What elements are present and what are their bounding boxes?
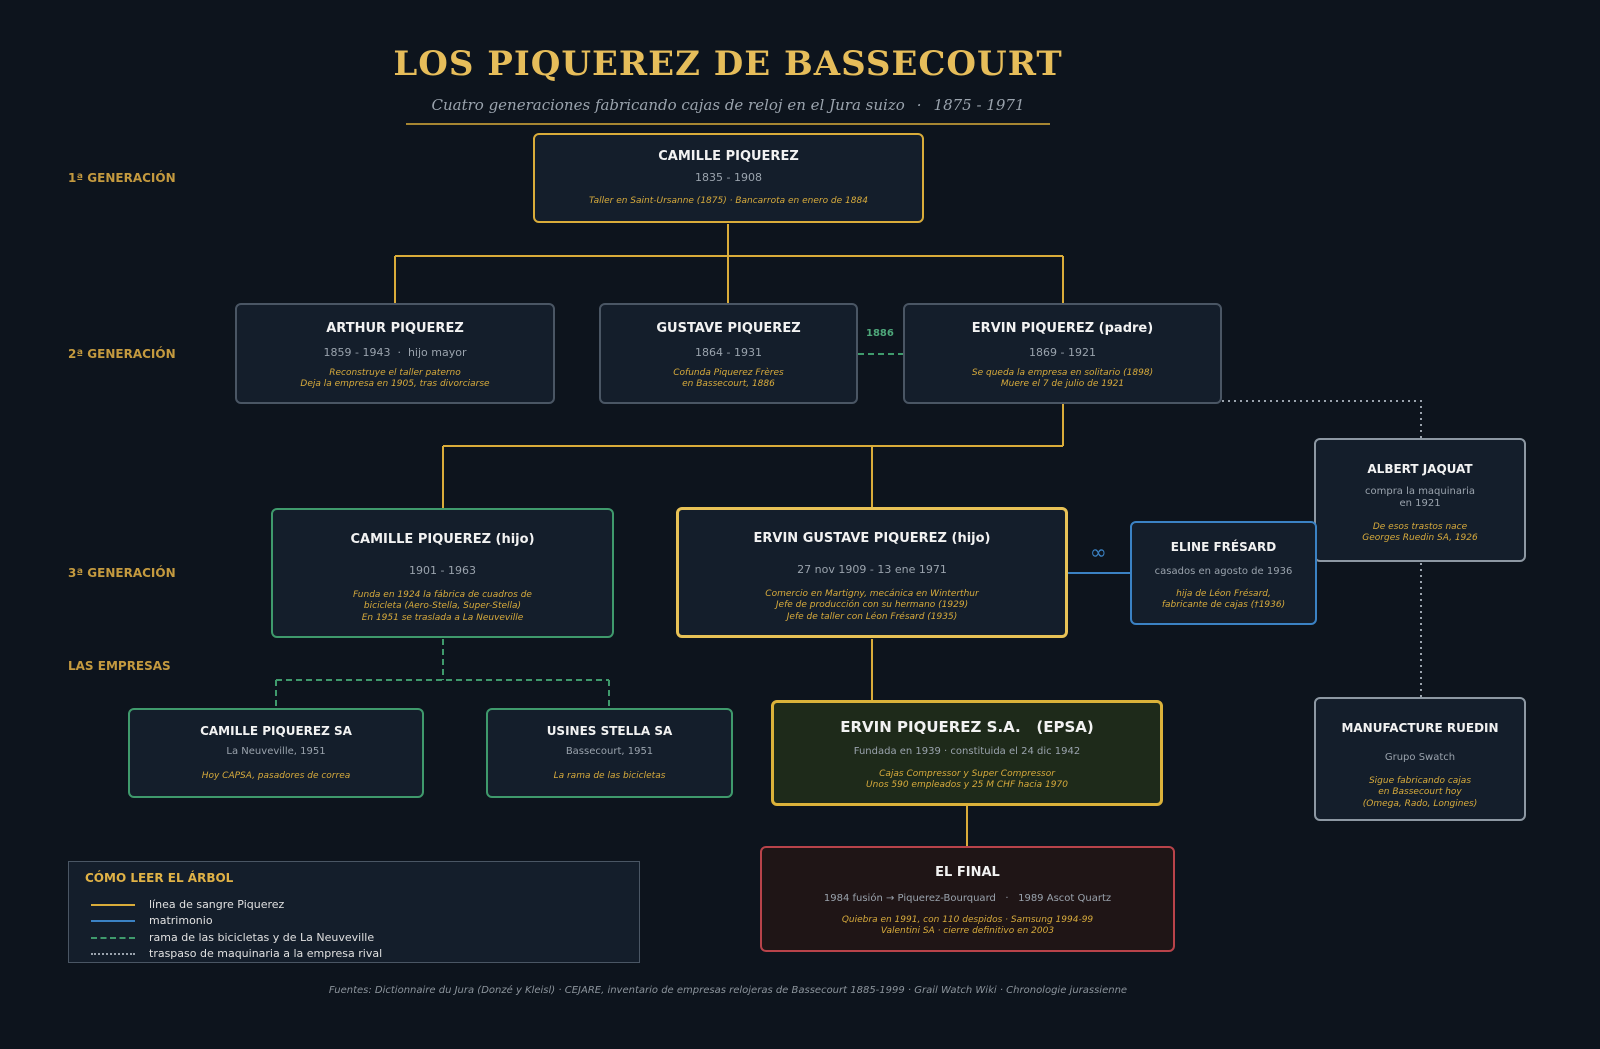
node-name: ALBERT JAQUAT — [1367, 462, 1473, 476]
node-name: ARTHUR PIQUEREZ — [326, 321, 464, 336]
node-dates: 1901 - 1963 — [409, 564, 476, 577]
node-dates: casados en agosto de 1936 — [1154, 566, 1293, 577]
node-gustave-piquerez[interactable]: GUSTAVE PIQUEREZ 1864 - 1931 Cofunda Piq… — [599, 303, 858, 404]
node-dates: 1859 - 1943 · hijo mayor — [323, 346, 467, 359]
node-name: ERVIN PIQUEREZ (padre) — [971, 321, 1154, 336]
legend-swatch — [91, 920, 135, 922]
node-el-final[interactable]: EL FINAL 1984 fusión → Piquerez-Bourquar… — [760, 846, 1175, 952]
node-epsa[interactable]: ERVIN PIQUEREZ S.A. (EPSA) Fundada en 19… — [771, 700, 1163, 806]
subtitle-years: 1875 - 1971 — [933, 96, 1025, 114]
year-badge-1886: 1886 — [866, 328, 894, 339]
legend: CÓMO LEER EL ÁRBOL línea de sangre Pique… — [68, 861, 640, 963]
blood-line-gen1-gen2 — [394, 224, 1064, 304]
node-dates: 1869 - 1921 — [1029, 346, 1096, 359]
node-arthur-piquerez[interactable]: ARTHUR PIQUEREZ 1859 - 1943 · hijo mayor… — [235, 303, 555, 404]
node-dates: Bassecourt, 1951 — [565, 746, 654, 757]
node-note: Hoy CAPSA, pasadores de correa — [201, 771, 351, 781]
node-dates: 27 nov 1909 - 13 ene 1971 — [797, 563, 947, 576]
node-name: MANUFACTURE RUEDIN — [1341, 721, 1499, 735]
legend-swatch — [91, 953, 135, 955]
transfer-line — [1222, 400, 1422, 698]
node-note: Comercio en Martigny, mecánica en Winter… — [765, 589, 979, 622]
legend-swatch — [91, 937, 135, 939]
node-name: EL FINAL — [935, 865, 1000, 880]
node-camille-piquerez-hijo[interactable]: CAMILLE PIQUEREZ (hijo) 1901 - 1963 Fund… — [271, 508, 614, 638]
node-note: Quiebra en 1991, con 110 despidos · Sams… — [841, 915, 1094, 937]
page-subtitle: Cuatro generaciones fabricando cajas de … — [0, 96, 1456, 114]
blood-line-gen2-gen3 — [442, 404, 1064, 509]
node-note: Cofunda Piquerez Frères en Bassecourt, 1… — [673, 368, 784, 390]
node-ervin-piquerez-padre[interactable]: ERVIN PIQUEREZ (padre) 1869 - 1921 Se qu… — [903, 303, 1222, 404]
legend-swatch — [91, 904, 135, 906]
node-dates: 1864 - 1931 — [695, 346, 762, 359]
node-name: ERVIN GUSTAVE PIQUEREZ (hijo) — [753, 531, 991, 546]
sources-footer: Fuentes: Dictionnaire du Jura (Donzé y K… — [328, 985, 1128, 996]
node-name: USINES STELLA SA — [546, 724, 673, 738]
legend-label: rama de las bicicletas y de La Neuvevill… — [149, 931, 375, 944]
node-dates: 1984 fusión → Piquerez-Bourquard · 1989 … — [823, 893, 1112, 904]
legend-label: traspaso de maquinaria a la empresa riva… — [149, 947, 383, 960]
node-camille-piquerez-sa[interactable]: CAMILLE PIQUEREZ SA La Neuveville, 1951 … — [128, 708, 424, 798]
generation-label-2: 2ª GENERACIÓN — [68, 347, 176, 361]
node-name: CAMILLE PIQUEREZ (hijo) — [350, 532, 535, 547]
node-camille-piquerez[interactable]: CAMILLE PIQUEREZ 1835 - 1908 Taller en S… — [533, 133, 924, 223]
node-note: Taller en Saint-Ursanne (1875) · Bancarr… — [589, 196, 868, 206]
legend-title: CÓMO LEER EL ÁRBOL — [85, 871, 234, 885]
node-note: De esos trastos nace Georges Ruedin SA, … — [1362, 522, 1478, 544]
node-usines-stella-sa[interactable]: USINES STELLA SA Bassecourt, 1951 La ram… — [486, 708, 733, 798]
node-dates: 1835 - 1908 — [695, 171, 762, 184]
subtitle-text: Cuatro generaciones fabricando cajas de … — [431, 96, 905, 114]
node-note: Funda en 1924 la fábrica de cuadros de b… — [353, 590, 532, 623]
node-manufacture-ruedin[interactable]: MANUFACTURE RUEDIN Grupo Swatch Sigue fa… — [1314, 697, 1526, 821]
node-name: GUSTAVE PIQUEREZ — [656, 321, 801, 336]
node-ervin-gustave-piquerez[interactable]: ERVIN GUSTAVE PIQUEREZ (hijo) 27 nov 190… — [676, 507, 1068, 638]
node-name: ELINE FRÉSARD — [1170, 540, 1277, 554]
page-title: LOS PIQUEREZ DE BASSECOURT — [393, 44, 1063, 84]
node-dates: Fundada en 1939 · constituida el 24 dic … — [853, 746, 1081, 757]
node-name: ERVIN PIQUEREZ S.A. (EPSA) — [840, 718, 1094, 736]
node-albert-jaquat[interactable]: ALBERT JAQUAT compra la maquinaria en 19… — [1314, 438, 1526, 562]
node-note: La rama de las bicicletas — [553, 771, 666, 781]
node-note: Reconstruye el taller paterno Deja la em… — [300, 368, 490, 390]
node-note: hija de Léon Frésard, fabricante de caja… — [1161, 589, 1286, 611]
node-note: Se queda la empresa en solitario (1898) … — [971, 368, 1154, 390]
legend-label: matrimonio — [149, 914, 213, 927]
generation-label-3: 3ª GENERACIÓN — [68, 566, 176, 580]
node-name: CAMILLE PIQUEREZ — [658, 149, 799, 164]
subtitle-separator: · — [916, 96, 922, 114]
node-eline-fresard[interactable]: ELINE FRÉSARD casados en agosto de 1936 … — [1130, 521, 1317, 625]
node-dates: Grupo Swatch — [1384, 752, 1456, 763]
node-note: Cajas Compressor y Super Compressor Unos… — [866, 769, 1068, 791]
marriage-symbol: ∞ — [1090, 540, 1107, 564]
bicycle-branch-line — [275, 639, 610, 709]
generation-label-companies: LAS EMPRESAS — [68, 659, 171, 673]
node-note: Sigue fabricando cajas en Bassecourt hoy… — [1362, 776, 1478, 809]
node-dates: compra la maquinaria en 1921 — [1364, 486, 1476, 509]
generation-label-1: 1ª GENERACIÓN — [68, 171, 176, 185]
node-dates: La Neuveville, 1951 — [226, 746, 326, 757]
node-name: CAMILLE PIQUEREZ SA — [200, 724, 352, 738]
legend-label: línea de sangre Piquerez — [149, 898, 285, 911]
